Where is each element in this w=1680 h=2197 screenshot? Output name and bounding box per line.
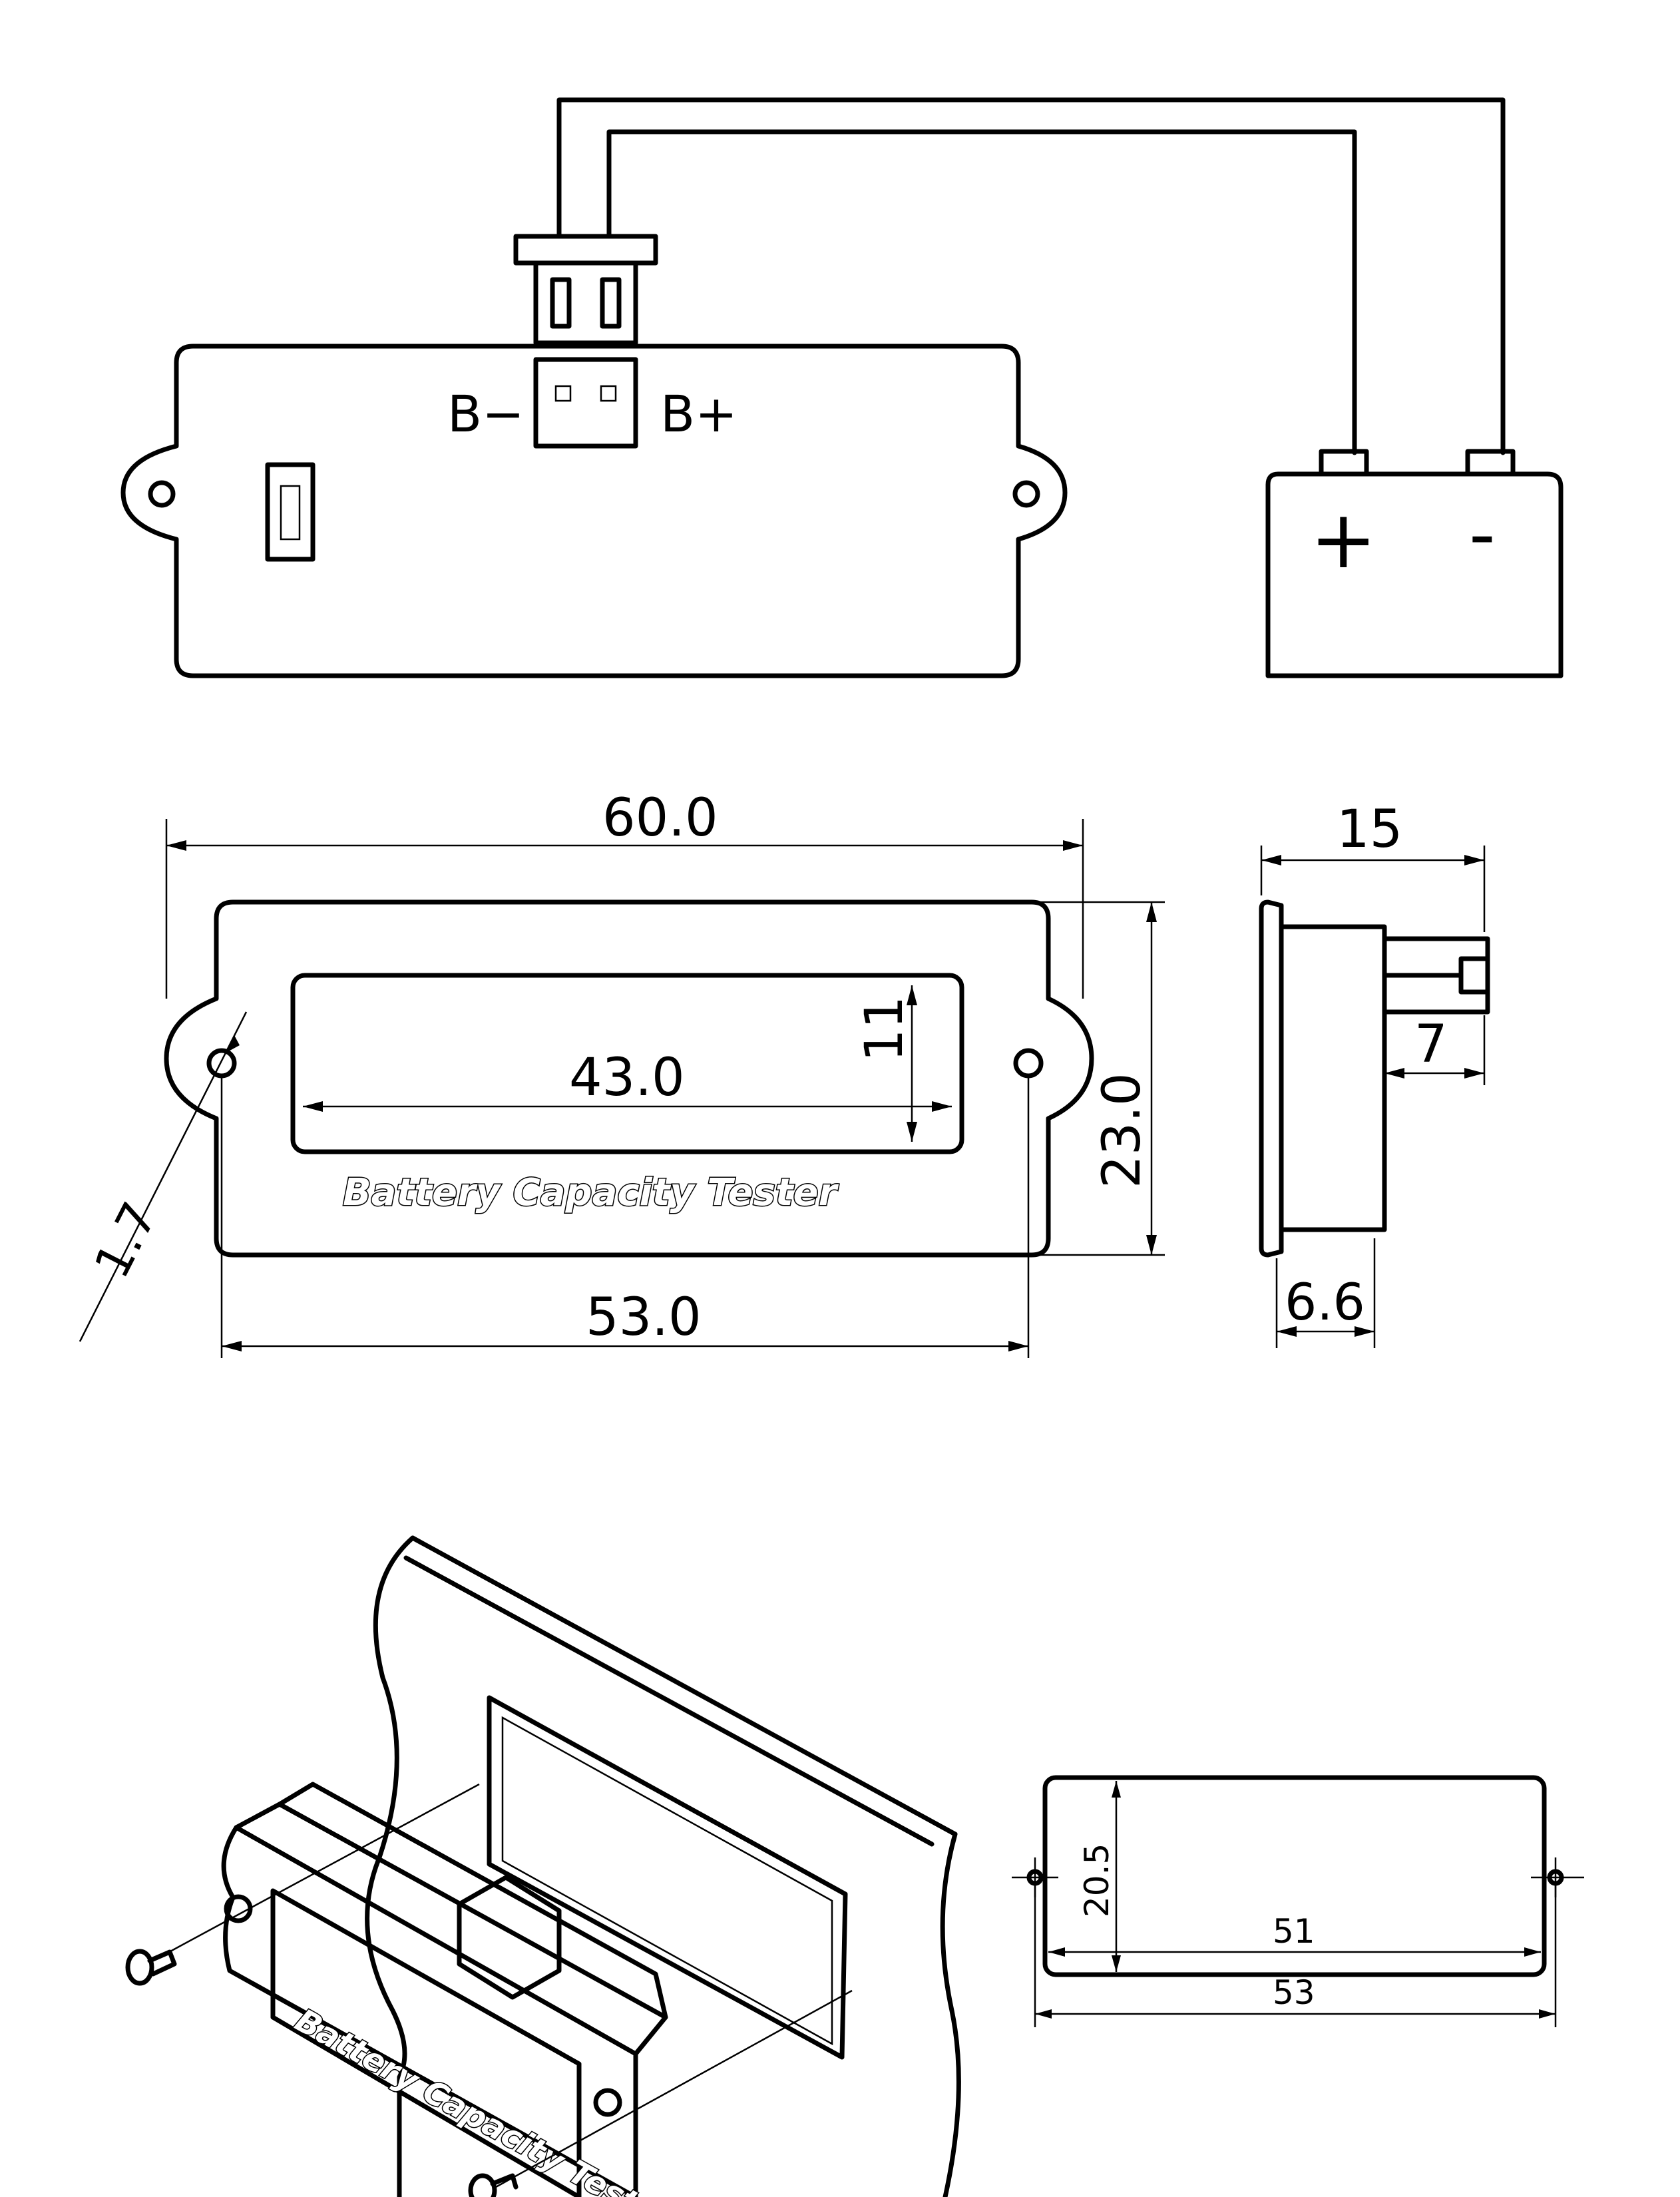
wire-inner [606,129,1357,455]
dim-overall-width: 60.0 [602,788,718,848]
dim-cutout-width: 51 [1273,1912,1315,1951]
plug-pin-right [600,277,622,329]
module-rear-block [457,1875,562,2000]
wiring-view: B− B+ + - [120,97,1564,678]
dim-side-depth: 15 [1337,800,1402,859]
front-left-hole [206,1048,237,1079]
socket-pin-left [554,385,572,402]
front-view: Battery Capacity Tester 60.0 43.0 11 23.… [79,788,1165,1358]
side-body [1279,924,1387,1232]
dim-bezel-depth: 6.6 [1285,1272,1365,1332]
label-terminal-positive: B+ [660,384,737,443]
wire-outer [556,97,1506,455]
battery-plus-symbol: + [1310,494,1377,587]
iso-module-body [277,1782,668,2020]
plug-pin-left [550,277,572,329]
panel-cutout-inner [501,1716,833,2046]
right-mount-hole [1012,480,1040,508]
battery-body [1265,471,1564,678]
cutout-rectangle [1042,1775,1547,1977]
isometric-view: Battery Capacity Tester [125,1535,961,2197]
mounting-panel [365,1535,415,2197]
mounting-panel-edge [410,1535,961,2197]
dim-connector-depth: 7 [1414,1015,1448,1075]
cutout-view: 20.5 51 53 [1012,1775,1584,2027]
plug-flange [513,234,658,266]
front-right-hole [1013,1048,1044,1079]
dim-window-height: 11 [855,996,915,1062]
dim-hole-spacing: 53.0 [586,1288,702,1347]
lcd-window [290,973,964,1154]
screw-guide-upper [152,1783,480,1962]
battery-terminal-negative [1465,449,1516,477]
left-mount-hole [148,480,176,508]
dim-cutout-hole-spacing: 53 [1273,1973,1315,2012]
power-switch-rocker [280,485,301,541]
power-switch [265,462,315,562]
screw-icon [125,1949,177,1986]
module-back-body [120,344,1068,678]
panel-cutout [487,1695,848,2060]
side-bezel [1259,899,1284,1258]
iso-lcd-window [270,1888,582,2197]
side-view: 15 7 6.6 [1259,800,1490,1348]
dim-overall-height: 23.0 [1092,1073,1152,1188]
iso-right-hole [593,2088,622,2117]
mounting-panel-thickness [403,1555,935,1847]
battery-minus-symbol: - [1469,491,1496,577]
screw-guide-lower [495,1989,853,2188]
iso-bezel-thickness [234,1802,668,2057]
iso-bezel [221,1825,638,2197]
dim-window-width: 43.0 [569,1048,685,1108]
front-brand-text: Battery Capacity Tester [343,1171,839,1214]
dim-hole-diameter: 1.7 [83,1194,168,1287]
dim-cutout-height: 20.5 [1078,1843,1116,1917]
label-terminal-negative: B− [447,384,525,443]
battery-terminal-positive [1319,449,1369,477]
terminal-socket [533,357,638,449]
screw-icon [468,2173,519,2197]
socket-pin-right [600,385,617,402]
